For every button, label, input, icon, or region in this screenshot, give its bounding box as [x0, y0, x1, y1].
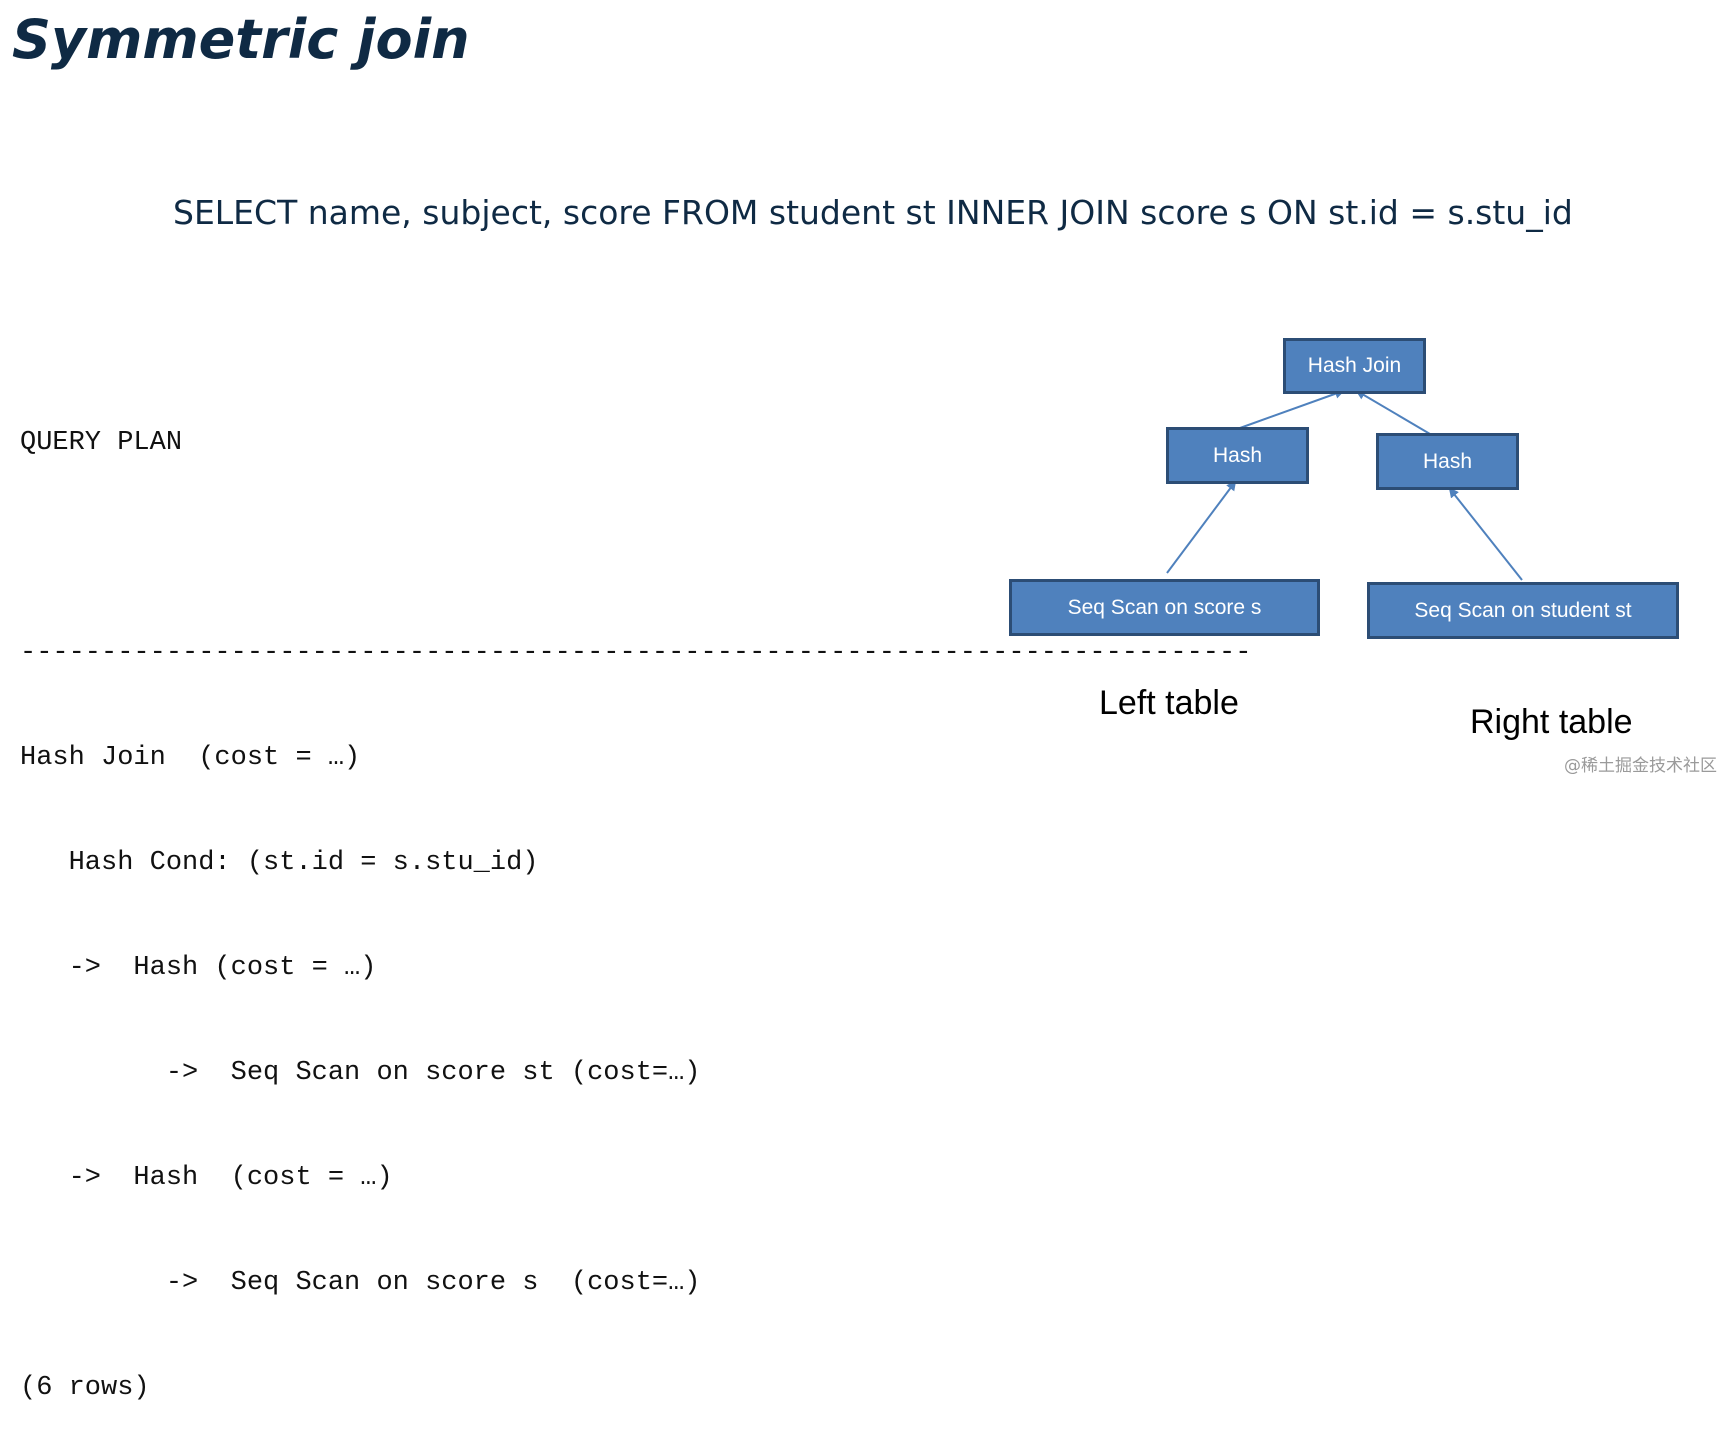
edge-scan-left-to-hash-left: [1166, 480, 1237, 574]
plan-header: QUERY PLAN: [20, 428, 183, 458]
plan-line: -> Seq Scan on score s (cost=…): [20, 1268, 701, 1298]
node-seq-scan-left: Seq Scan on score s: [1009, 579, 1320, 636]
node-hash-join: Hash Join: [1283, 338, 1426, 394]
node-seq-scan-right: Seq Scan on student st: [1367, 582, 1679, 639]
edge-hash-left-to-join: [1239, 388, 1345, 429]
plan-line: Hash Join (cost = …): [20, 743, 361, 773]
caption-right-table: Right table: [1470, 703, 1633, 741]
join-tree-diagram: Hash Join Hash Hash Seq Scan on score s …: [990, 325, 1710, 765]
slide-title: Symmetric join: [12, 8, 470, 71]
edge-hash-right-to-join: [1355, 389, 1431, 435]
plan-line: -> Hash (cost = …): [20, 953, 377, 983]
tree-edges: [1166, 388, 1523, 581]
node-hash-right: Hash: [1376, 433, 1519, 490]
sql-query: SELECT name, subject, score FROM student…: [173, 193, 1573, 232]
node-hash-left: Hash: [1166, 427, 1309, 484]
plan-line: (6 rows): [20, 1373, 150, 1403]
plan-line: Hash Cond: (st.id = s.stu_id): [20, 848, 539, 878]
caption-left-table: Left table: [1099, 684, 1239, 722]
plan-separator: ----------------------------------------…: [20, 638, 1252, 668]
plan-line: -> Seq Scan on score st (cost=…): [20, 1058, 701, 1088]
plan-line: -> Hash (cost = …): [20, 1163, 393, 1193]
edge-scan-right-to-hash-right: [1448, 487, 1523, 581]
watermark: @稀土掘金技术社区: [1564, 756, 1717, 776]
